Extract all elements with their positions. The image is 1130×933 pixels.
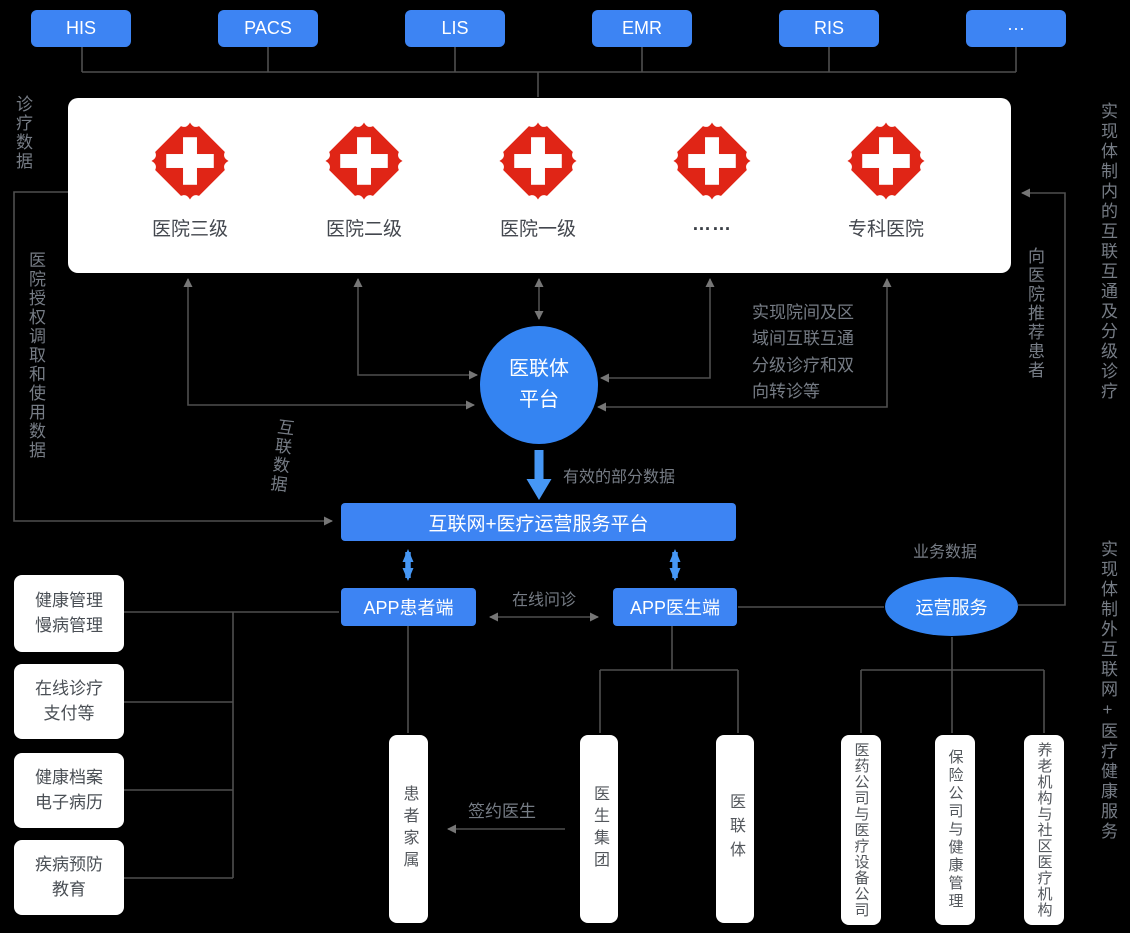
label-business-data: 业务数据 xyxy=(913,544,978,561)
hospital-tier3: 医院三级 xyxy=(130,120,250,241)
hospital-specialty: 专科医院 xyxy=(826,120,946,241)
system-button-more: ··· xyxy=(966,10,1066,47)
service-box-online-treatment: 在线诊疗 支付等 xyxy=(14,664,124,739)
hospital-label: 医院一级 xyxy=(499,219,576,240)
hospital-tier1: 医院一级 xyxy=(478,120,598,241)
entity-label: 患者家属 xyxy=(400,785,418,873)
entity-medical-alliance: 医联体 xyxy=(716,735,754,923)
hospital-label: 专科医院 xyxy=(847,219,924,240)
note-out-system: 实现体制外互联网+医疗健康服务 xyxy=(1098,540,1117,842)
note-in-system: 实现体制内的互联互通及分级诊疗 xyxy=(1098,102,1117,402)
hospital-others: …… xyxy=(652,120,772,236)
entity-insurance-company: 保险公司与健康管理 xyxy=(935,735,975,925)
system-button-emr: EMR xyxy=(592,10,692,47)
system-button-his: HIS xyxy=(31,10,131,47)
system-button-lis: LIS xyxy=(405,10,505,47)
system-label: RIS xyxy=(813,18,844,38)
label-signed-doctor: 签约医生 xyxy=(468,802,536,821)
hospital-label: 医院三级 xyxy=(151,219,228,240)
system-label: EMR xyxy=(622,18,662,38)
label-effective-data: 有效的部分数据 xyxy=(563,469,676,486)
entity-label: 养老机构与社区医疗机构 xyxy=(1035,742,1053,918)
hospital-tier2: 医院二级 xyxy=(304,120,424,241)
service-box-health-management: 健康管理 慢病管理 xyxy=(14,575,124,652)
entity-elder-care: 养老机构与社区医疗机构 xyxy=(1024,735,1064,925)
hospital-cross-icon xyxy=(845,120,927,202)
hospital-label-ellipsis: …… xyxy=(692,214,732,235)
hospital-cross-icon xyxy=(671,120,753,202)
label-clinic-data: 诊疗数据 xyxy=(13,95,32,171)
entity-label: 医生集团 xyxy=(591,785,608,873)
system-button-ris: RIS xyxy=(779,10,879,47)
label-hospital-auth: 医院授权调取和使用数据 xyxy=(26,251,45,460)
note-inter-hospital: 实现院间及区 域间互联互通 分级诊疗和双 向转诊等 xyxy=(752,303,854,402)
operation-service-ellipse: 运营服务 xyxy=(885,577,1018,636)
ellipsis-label: ··· xyxy=(1007,18,1025,38)
service-box-disease-prevention: 疾病预防 教育 xyxy=(14,840,124,915)
label-online-consult: 在线问诊 xyxy=(512,592,577,609)
entity-label: 医药公司与医疗设备公司 xyxy=(852,742,870,918)
alliance-platform-circle: 医联体 平台 xyxy=(480,326,598,444)
app-doctor-box: APP医生端 xyxy=(613,588,737,626)
entity-label: 医联体 xyxy=(727,793,744,865)
system-label: HIS xyxy=(65,18,96,38)
entity-label: 保险公司与健康管理 xyxy=(946,749,964,911)
internet-medical-service-bar: 互联网+医疗运营服务平台 xyxy=(341,503,736,541)
entity-patient-family: 患者家属 xyxy=(389,735,428,923)
system-button-pacs: PACS xyxy=(218,10,318,47)
hospital-cross-icon xyxy=(497,120,579,202)
app-patient-box: APP患者端 xyxy=(341,588,476,626)
entity-pharma-company: 医药公司与医疗设备公司 xyxy=(841,735,881,925)
system-label: PACS xyxy=(244,18,292,38)
system-label: LIS xyxy=(441,18,469,38)
label-refer-patients: 向医院推荐患者 xyxy=(1025,247,1044,380)
hospital-cross-icon xyxy=(323,120,405,202)
entity-doctor-group: 医生集团 xyxy=(580,735,618,923)
hospital-cross-icon xyxy=(149,120,231,202)
service-box-health-records: 健康档案 电子病历 xyxy=(14,753,124,828)
hospital-label: 医院二级 xyxy=(325,219,402,240)
